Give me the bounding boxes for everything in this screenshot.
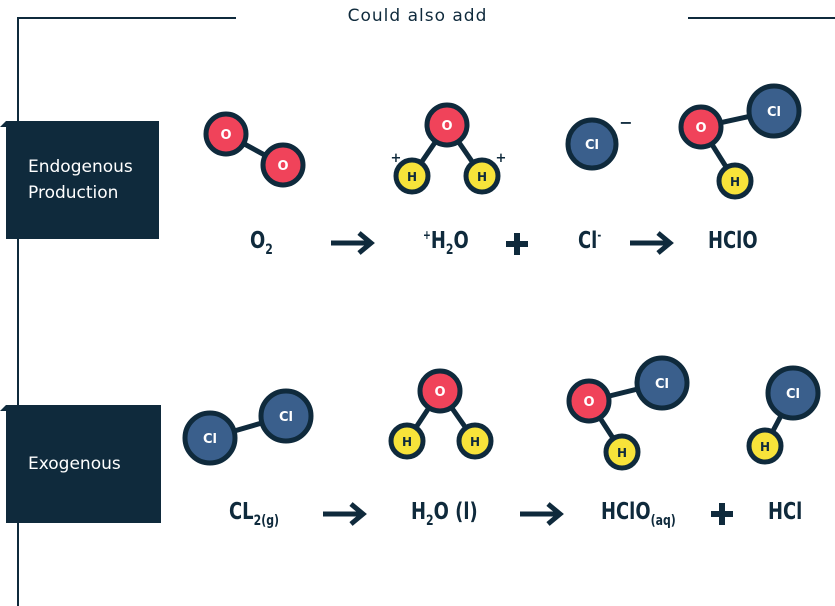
chlorine-atom: [182, 410, 238, 466]
hydrogen-atom-label: H: [730, 175, 740, 189]
reaction-arrow: [630, 231, 674, 255]
chlorine-atom-label: Cl: [585, 138, 599, 153]
frame-left-line: [17, 17, 19, 606]
chlorine-atom: [565, 117, 619, 171]
formula-cl2-gas-main: CL: [229, 499, 254, 525]
formula-cl-minus-sup: -: [597, 228, 602, 242]
oxygen-atom-label: O: [220, 128, 231, 143]
oxygen-atom: [260, 142, 306, 188]
hclo-aq-molecule: O Cl H: [566, 355, 690, 471]
chlorine-atom-label: Cl: [767, 105, 781, 120]
formula-hclo-main: HClO: [708, 228, 758, 254]
frame-top-right-line: [688, 17, 835, 19]
oxygen-atom-label: O: [583, 395, 594, 410]
formula-h2o-plus-o: O: [453, 228, 469, 254]
hydrogen-atom-label: H: [477, 170, 487, 184]
hcl-molecule: Cl H: [746, 365, 821, 465]
exogenous-label: Exogenous: [6, 405, 161, 523]
chlorine-atom: [746, 83, 802, 139]
formula-o2: O2: [250, 228, 273, 258]
formula-h2o-plus: +H2O: [423, 228, 469, 258]
formula-o2-main: O: [250, 228, 266, 254]
oxygen-atom-label: O: [434, 385, 445, 400]
formula-hcl-main: HCl: [768, 499, 803, 525]
hydrogen-atom-label: H: [407, 170, 417, 184]
formula-cl-minus-main: Cl: [578, 228, 598, 254]
formula-hcl: HCl: [768, 499, 802, 525]
chlorine-atom: [634, 355, 690, 411]
reaction-arrow: [520, 502, 564, 526]
hydrogen-atom-label: H: [470, 435, 480, 449]
hclo-molecule: O Cl H: [678, 83, 802, 200]
formula-h2o-liquid-h: H: [411, 499, 427, 525]
hydrogen-atom-label: H: [617, 446, 627, 460]
oxygen-atom: [424, 102, 470, 148]
h2o-molecule: O H H: [388, 368, 494, 460]
plus-sign: [711, 503, 733, 525]
hydrogen-atom: [463, 157, 501, 195]
plus-sign: [506, 233, 528, 255]
oxygen-atom-label: O: [277, 159, 288, 174]
chloride-ion: Cl −: [565, 113, 633, 171]
formula-cl-minus: Cl-: [578, 228, 601, 254]
frame-top-left-line: [18, 17, 236, 19]
o2-molecule: O O: [203, 111, 306, 188]
formula-hclo-aq: HClO(aq): [601, 499, 676, 529]
formula-h2o-liquid-rest: O (l): [433, 499, 478, 525]
hydrogen-atom-label: H: [760, 440, 770, 454]
exogenous-label-text: Exogenous: [28, 454, 121, 474]
chlorine-atom: [258, 388, 314, 444]
hydrogen-atom: [716, 162, 754, 200]
chlorine-atom-label: Cl: [279, 410, 293, 425]
oxygen-atom: [203, 111, 249, 157]
chlorine-atom-label: Cl: [655, 377, 669, 392]
endogenous-production-label: Endogenous Production: [6, 121, 159, 239]
header-title: Could also add: [347, 6, 488, 26]
formula-h2o-plus-sup: +: [423, 228, 431, 242]
formula-cl2-gas-sub: 2(g): [253, 513, 280, 529]
chlorine-atom: [765, 365, 821, 421]
formula-hclo-aq-main: HClO: [601, 499, 651, 525]
reaction-arrow: [331, 231, 375, 255]
chlorine-atom-label: Cl: [203, 432, 217, 447]
hydrogen-atom: [603, 433, 641, 471]
formula-h2o-liquid-sub: 2: [426, 513, 434, 529]
plus-charge-sign: +: [391, 151, 402, 166]
hydrogen-atom: [393, 157, 431, 195]
reaction-arrow: [323, 502, 367, 526]
formula-h2o-liquid: H2O (l): [411, 499, 478, 529]
formula-cl2-gas: CL2(g): [229, 499, 279, 529]
formula-h2o-plus-h: H: [430, 228, 446, 254]
minus-charge-sign: −: [619, 113, 632, 132]
hydrogen-atom: [746, 427, 784, 465]
oxygen-atom-label: O: [441, 119, 452, 134]
formula-o2-sub: 2: [265, 242, 273, 258]
endogenous-production-label-text: Endogenous Production: [28, 157, 133, 203]
formula-hclo-aq-sub: (aq): [650, 513, 676, 529]
hydrogen-atom: [388, 422, 426, 460]
formula-h2o-plus-sub: 2: [445, 242, 454, 258]
h2o-plus-molecule: O H H + +: [391, 102, 507, 195]
hydrogen-atom-label: H: [402, 435, 412, 449]
chlorine-atom-label: Cl: [786, 387, 800, 402]
oxygen-atom: [678, 104, 724, 150]
formula-hclo: HClO: [708, 228, 758, 254]
hydrogen-atom: [456, 422, 494, 460]
cl2-molecule: Cl Cl: [182, 388, 314, 466]
oxygen-atom: [417, 368, 463, 414]
plus-charge-sign: +: [496, 151, 507, 166]
oxygen-atom: [566, 378, 612, 424]
oxygen-atom-label: O: [695, 121, 706, 136]
